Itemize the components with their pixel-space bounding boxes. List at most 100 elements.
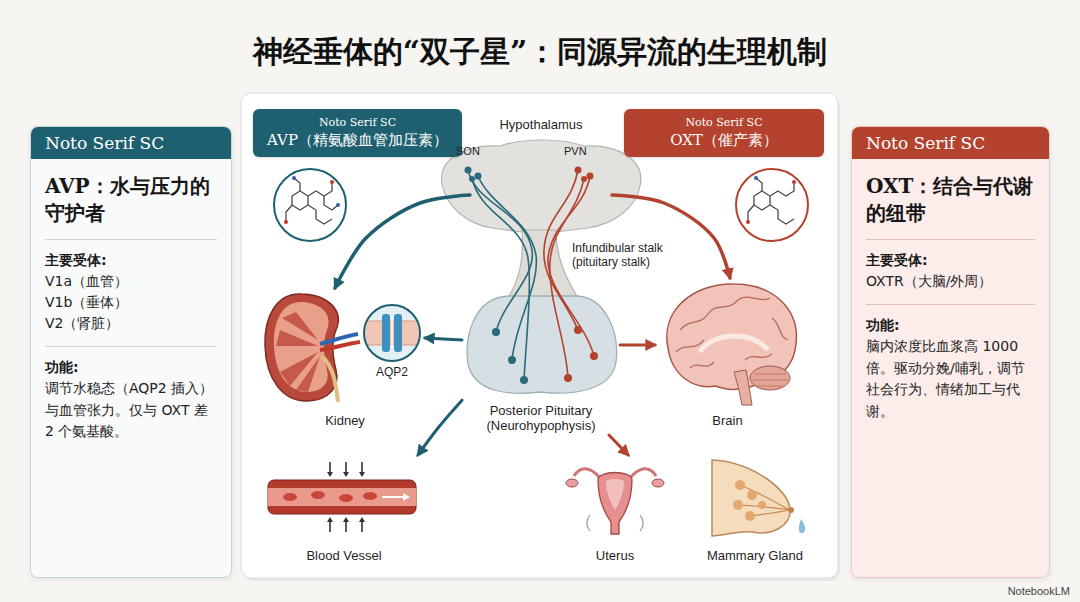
avp-neuron-dots xyxy=(465,167,472,174)
oxt-neuron-dots xyxy=(587,173,594,180)
connector-arrow xyxy=(418,400,462,455)
tab-font-label: Noto Serif SC xyxy=(319,116,396,130)
organ-caption: Blood Vessel xyxy=(306,548,381,563)
uterus-drawing xyxy=(566,469,664,534)
posterior-pituitary-shape xyxy=(467,296,616,393)
region-box: Hypothalamus xyxy=(470,115,612,235)
panel-header: Noto Serif SC xyxy=(31,127,231,159)
oxt-molecule xyxy=(748,205,754,222)
part-label: AQP2 xyxy=(372,365,412,379)
uterus-drawing xyxy=(652,479,664,487)
receptor-item: V1a（血管） xyxy=(45,271,217,292)
oxt-molecule xyxy=(748,178,794,224)
oxt-molecule xyxy=(756,178,762,191)
organ-caption: Uterus xyxy=(596,548,634,563)
kidney-drawing xyxy=(322,356,338,402)
hormone-tab: Noto Serif SCOXT（催产素） xyxy=(624,109,824,157)
blood-vessel-drawing xyxy=(327,472,333,477)
uterus-drawing xyxy=(598,473,632,535)
aqp2-channel-icon xyxy=(362,321,424,345)
aqp2-channel-icon xyxy=(362,321,424,322)
kidney-drawing xyxy=(276,312,320,392)
blood-vessel-drawing xyxy=(403,493,410,501)
hypothalamus-shape xyxy=(442,140,641,232)
uterus-drawing xyxy=(606,479,624,510)
avp-neuron-dots xyxy=(475,173,482,180)
brain-drawing xyxy=(734,370,752,405)
section-heading: 功能: xyxy=(866,304,1035,336)
panel-heading: AVP：水与压力的守护者 xyxy=(45,173,217,227)
blood-vessel-drawing xyxy=(359,472,365,477)
blood-vessel-drawing xyxy=(329,521,331,532)
oxt-molecule xyxy=(792,180,796,184)
section-heading: 功能: xyxy=(45,346,217,378)
uterus-drawing xyxy=(587,515,643,531)
blood-vessel-drawing xyxy=(283,493,297,501)
uterus-drawing xyxy=(566,479,578,487)
aqp2-channel-icon xyxy=(394,314,402,352)
blood-vessel-drawing xyxy=(361,462,363,473)
aqp2-channel-icon xyxy=(362,305,424,361)
aqp2-channel-icon xyxy=(364,305,420,361)
body-text: 脑内浓度比血浆高 1000 倍。驱动分娩/哺乳，调节社会行为、情绪加工与代谢。 xyxy=(866,336,1035,423)
mammary-gland-drawing xyxy=(735,480,745,490)
oxt-axons xyxy=(550,179,584,378)
panel-heading: OXT：结合与代谢的纽带 xyxy=(866,173,1035,227)
panel-header: Noto Serif SC xyxy=(852,127,1049,159)
organ-box: Kidney xyxy=(265,288,425,430)
avp-molecule xyxy=(286,205,292,222)
blood-vessel-drawing xyxy=(268,462,416,532)
center-panel xyxy=(241,93,840,581)
organ-caption: Hypothalamus xyxy=(499,117,582,132)
posterior-pituitary-shape xyxy=(467,296,616,393)
tab-title: OXT（催产素） xyxy=(670,130,778,150)
blood-vessel-drawing xyxy=(361,521,363,532)
blood-vessel-drawing xyxy=(339,494,353,502)
brain-drawing xyxy=(676,297,788,368)
aqp2-channel-icon xyxy=(382,314,390,352)
info-panel: Noto Serif SC AVP：水与压力的守护者主要受体:V1a（血管）V1b… xyxy=(30,126,232,578)
oxt-neuron-dots xyxy=(575,167,582,174)
watermark: NotebookLM xyxy=(960,585,1070,597)
avp-neuron-dots xyxy=(508,356,516,364)
info-panel: Noto Serif SC OXT：结合与代谢的纽带主要受体:OXTR（大脑/外周… xyxy=(851,126,1050,578)
mammary-gland-drawing xyxy=(747,490,757,500)
avp-molecule xyxy=(274,169,346,241)
tab-font-label: Noto Serif SC xyxy=(685,116,762,130)
organ-caption: Posterior Pituitary (Neurohypophysis) xyxy=(475,403,607,433)
avp-molecule xyxy=(292,176,296,180)
kidney-drawing xyxy=(274,302,329,392)
brain-drawing xyxy=(752,374,788,386)
oxt-molecule xyxy=(736,169,808,241)
avp-neuron-dots xyxy=(520,376,528,384)
avp-molecule xyxy=(324,196,338,210)
mammary-gland-drawing xyxy=(712,460,805,536)
mammary-gland-drawing xyxy=(745,511,755,521)
oxt-axons xyxy=(544,170,594,378)
organ-box: Blood Vessel xyxy=(258,455,430,565)
blood-vessel-drawing xyxy=(330,462,362,532)
receptor-item: V1b（垂体） xyxy=(45,292,217,313)
blood-vessel-drawing xyxy=(343,517,349,522)
section-heading: 主要受体: xyxy=(866,239,1035,271)
mammary-gland-drawing xyxy=(799,519,805,533)
oxt-neuron-dots xyxy=(581,176,587,182)
avp-neuron-dots xyxy=(492,328,500,336)
organ-box: Uterus xyxy=(560,455,670,565)
oxt-molecule xyxy=(746,220,750,224)
section-heading: 主要受体: xyxy=(45,239,217,271)
oxt-molecule xyxy=(770,205,794,224)
avp-molecule xyxy=(274,169,346,241)
hormone-tab: Noto Serif SCAVP（精氨酸血管加压素） xyxy=(253,109,462,157)
mammary-gland-drawing xyxy=(738,485,790,516)
avp-molecule xyxy=(336,203,340,207)
receptor-item: OXTR（大脑/外周） xyxy=(866,271,1035,292)
blood-vessel-drawing xyxy=(345,521,347,532)
center-panel xyxy=(241,93,838,578)
mammary-gland-drawing xyxy=(712,460,790,536)
connector-arrow xyxy=(620,343,655,346)
hypothalamus-shape xyxy=(442,140,641,232)
receptor-item: V2（肾脏） xyxy=(45,313,217,334)
avp-molecule xyxy=(284,220,288,224)
